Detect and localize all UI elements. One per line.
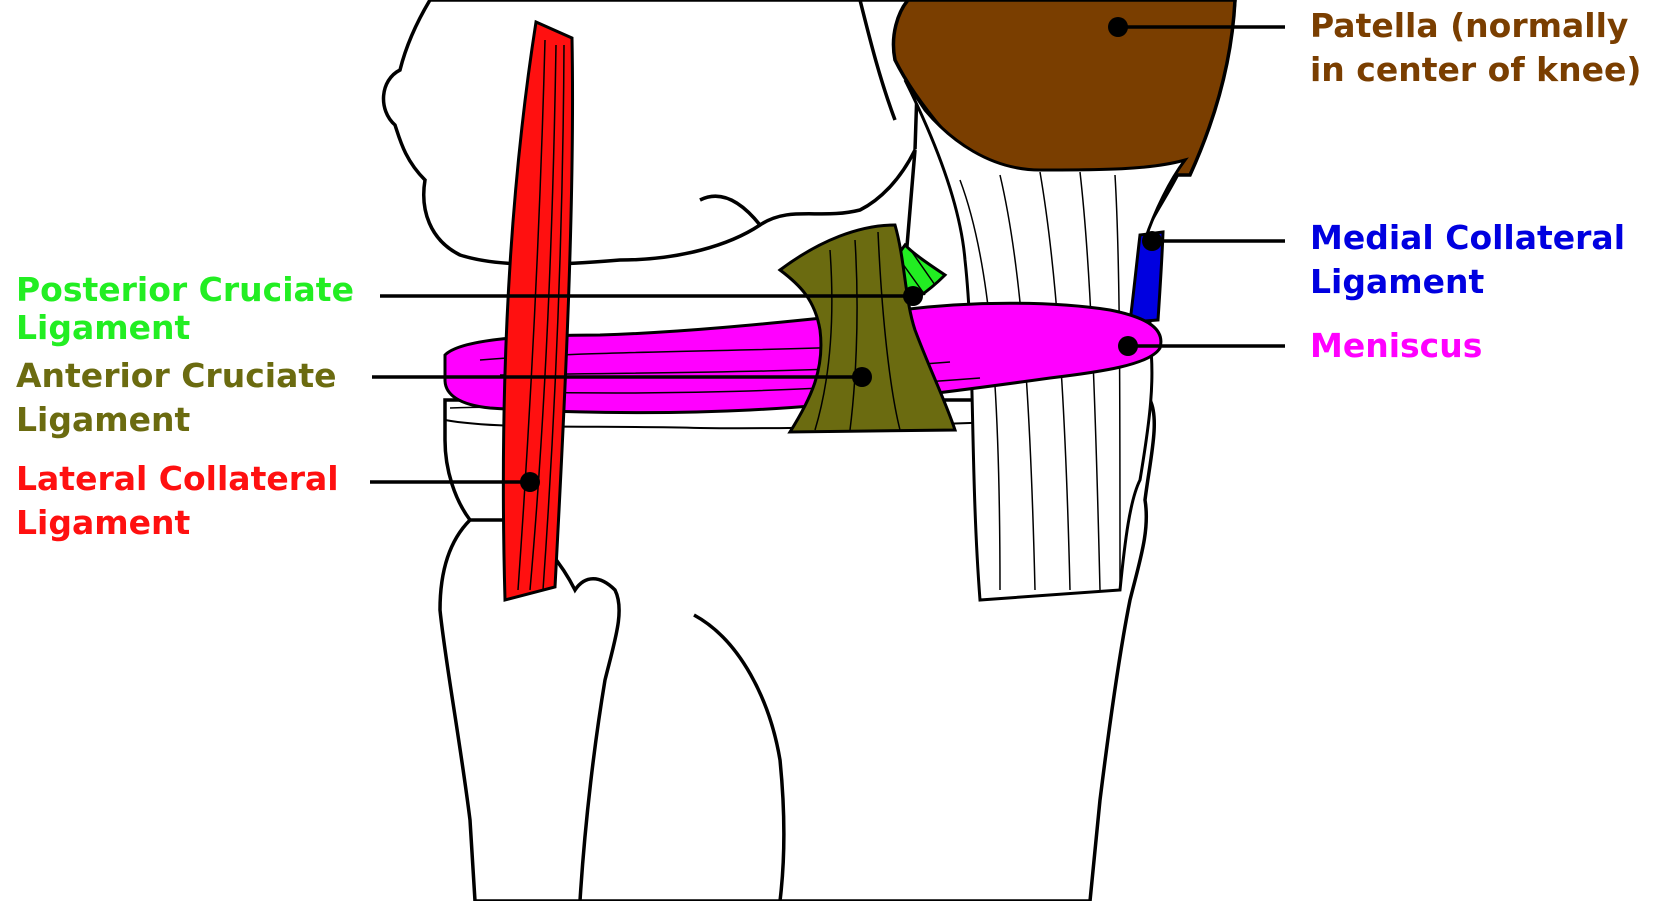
anterior-cruciate-label-line1: Anterior Cruciate — [16, 354, 337, 398]
medial-collateral-leader-dot — [1142, 231, 1162, 251]
medial-collateral-label-line1: Medial Collateral — [1310, 216, 1625, 260]
posterior-cruciate-label-line2: Ligament — [16, 309, 354, 347]
meniscus-label-line1: Meniscus — [1310, 324, 1482, 368]
anterior-cruciate-label: Anterior Cruciate Ligament — [16, 354, 337, 442]
lateral-collateral-label-line1: Lateral Collateral — [16, 457, 339, 501]
anterior-cruciate-label-line2: Ligament — [16, 398, 337, 442]
patella-label-line2: in center of knee) — [1310, 48, 1641, 92]
lateral-collateral-leader-dot — [520, 472, 540, 492]
posterior-cruciate-leader-dot — [903, 286, 923, 306]
meniscus-label: Meniscus — [1310, 324, 1482, 368]
patella-leader-dot — [1108, 17, 1128, 37]
patella-label-line1: Patella (normally — [1310, 4, 1641, 48]
anterior-cruciate-leader-dot — [852, 367, 872, 387]
meniscus-leader-dot — [1118, 336, 1138, 356]
medial-collateral-label-line2: Ligament — [1310, 260, 1625, 304]
posterior-cruciate-label-line1: Posterior Cruciate — [16, 271, 354, 309]
medial-collateral-label: Medial Collateral Ligament — [1310, 216, 1625, 304]
patella-label: Patella (normally in center of knee) — [1310, 4, 1641, 92]
lateral-collateral-label-line2: Ligament — [16, 501, 339, 545]
posterior-cruciate-label: Posterior Cruciate Ligament — [16, 271, 354, 347]
lateral-collateral-label: Lateral Collateral Ligament — [16, 457, 339, 545]
